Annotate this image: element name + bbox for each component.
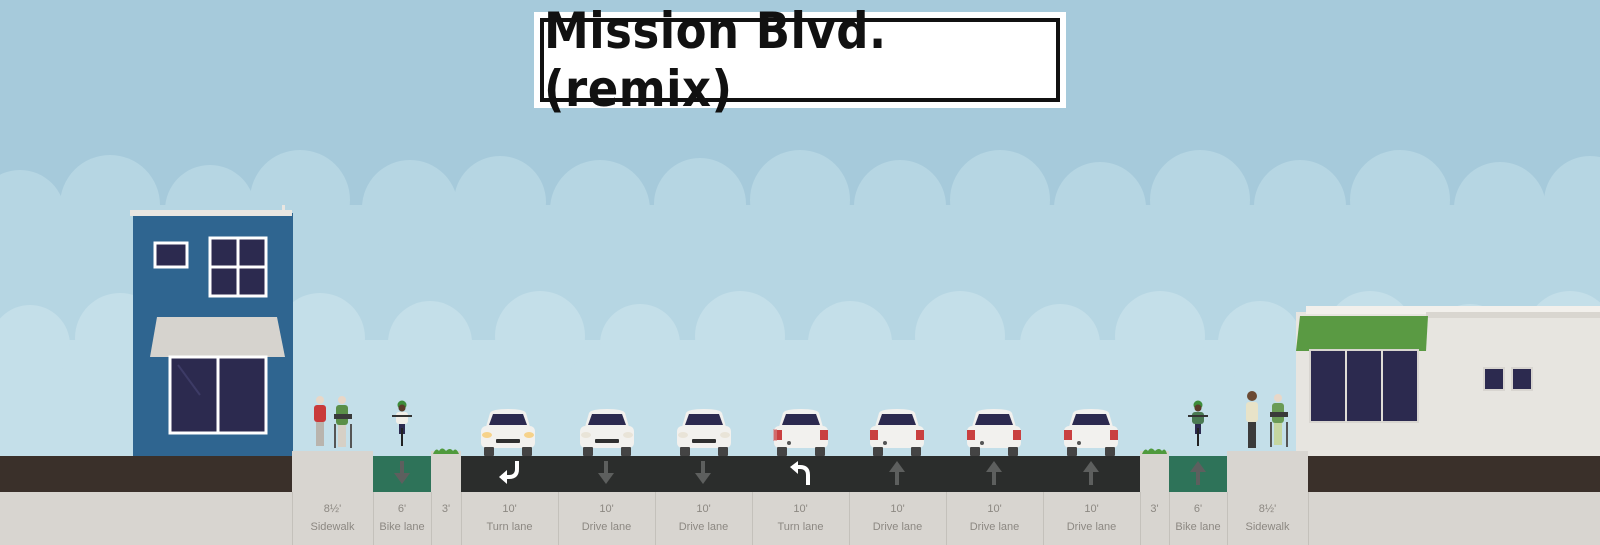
segment-width: 10' <box>696 503 711 515</box>
car-rear-view <box>870 409 924 456</box>
segment-type: Sidewalk <box>1245 521 1290 533</box>
turn-right-arrow-icon <box>499 461 519 484</box>
segment-width: 10' <box>599 503 614 515</box>
car-rear-view <box>773 409 828 456</box>
car-front-view <box>677 409 731 456</box>
segment-width: 10' <box>890 503 905 515</box>
arrow-down-icon <box>598 461 614 484</box>
car-rear-view <box>1064 409 1118 456</box>
street-name-sign-border: Mission Blvd. (remix) <box>540 2 1060 118</box>
cyclist-right <box>1188 400 1208 446</box>
segment-width: 8½' <box>1258 503 1277 515</box>
segment-divider <box>655 492 656 545</box>
street-title: Mission Blvd. (remix) <box>544 2 887 118</box>
right-ground <box>1308 456 1600 492</box>
segment-width: 3' <box>441 503 451 515</box>
segment-width: 3' <box>1150 503 1159 515</box>
roadway-surface <box>461 456 1140 492</box>
pedestrians-left <box>314 396 352 448</box>
segment-divider <box>752 492 753 545</box>
segment-label-turn-lane-2: 10' Turn lane <box>752 500 849 536</box>
left-building <box>130 205 293 457</box>
segment-divider <box>946 492 947 545</box>
segment-divider <box>1043 492 1044 545</box>
segment-type: Drive lane <box>678 521 729 533</box>
segment-label-drive-lane-4: 10' Drive lane <box>946 500 1043 536</box>
right-buffer-grass <box>1142 448 1167 454</box>
car-front-view <box>580 409 634 456</box>
segment-width: 10' <box>1084 503 1099 515</box>
segment-label-right-bike-lane: 6' Bike lane <box>1169 500 1227 536</box>
left-buffer-surface <box>431 451 461 492</box>
segment-divider <box>292 492 293 545</box>
segment-width: 10' <box>987 503 1002 515</box>
arrow-down-icon <box>394 461 410 484</box>
right-building <box>1296 306 1600 458</box>
car-front-view <box>481 409 535 456</box>
segment-divider <box>431 492 432 545</box>
cyclist-left <box>392 400 412 446</box>
arrow-down-icon <box>695 461 711 484</box>
segment-divider <box>1308 492 1309 545</box>
segment-divider <box>558 492 559 545</box>
segment-divider <box>1140 492 1141 545</box>
arrow-up-icon <box>1190 461 1206 485</box>
segment-divider <box>373 492 374 545</box>
segment-type: Sidewalk <box>310 521 355 533</box>
segment-label-drive-lane-5: 10' Drive lane <box>1043 500 1140 536</box>
segment-width: 6' <box>1193 503 1203 515</box>
segment-label-right-buffer: 3' <box>1140 500 1169 518</box>
segment-divider <box>1227 492 1228 545</box>
segment-label-left-bike-lane: 6' Bike lane <box>373 500 431 536</box>
segment-divider <box>849 492 850 545</box>
segment-label-turn-lane-1: 10' Turn lane <box>461 500 558 536</box>
left-buffer-grass <box>433 448 459 454</box>
left-sidewalk-surface <box>292 451 373 492</box>
segment-type: Drive lane <box>581 521 632 533</box>
segment-label-left-sidewalk: 8½' Sidewalk <box>292 500 373 536</box>
segment-type: Turn lane <box>777 521 824 533</box>
segment-type: Bike lane <box>1175 521 1221 533</box>
segment-label-drive-lane-1: 10' Drive lane <box>558 500 655 536</box>
segment-type: Bike lane <box>379 521 425 533</box>
street-name-sign: Mission Blvd. (remix) <box>534 2 1066 118</box>
segment-label-drive-lane-3: 10' Drive lane <box>849 500 946 536</box>
segment-width: 10' <box>793 503 808 515</box>
car-rear-view <box>967 409 1021 456</box>
segment-label-left-buffer: 3' <box>431 500 461 518</box>
segment-divider <box>461 492 462 545</box>
arrow-up-icon <box>1083 461 1099 485</box>
left-ground <box>0 456 292 492</box>
segment-width: 6' <box>397 503 407 515</box>
segment-type: Drive lane <box>969 521 1020 533</box>
segment-type: Drive lane <box>1066 521 1117 533</box>
arrow-up-icon <box>889 461 905 485</box>
segment-label-drive-lane-2: 10' Drive lane <box>655 500 752 536</box>
segment-width: 10' <box>502 503 517 515</box>
right-sidewalk-surface <box>1227 451 1308 492</box>
turn-left-arrow-icon <box>790 461 810 485</box>
segment-label-strip <box>0 492 1600 545</box>
segment-type: Turn lane <box>486 521 533 533</box>
segment-width: 8½' <box>323 503 342 515</box>
arrow-up-icon <box>986 461 1002 485</box>
pedestrians-right <box>1246 391 1288 448</box>
right-buffer-surface <box>1140 451 1169 492</box>
segment-type: Drive lane <box>872 521 923 533</box>
segment-label-right-sidewalk: 8½' Sidewalk <box>1227 500 1308 536</box>
segment-divider <box>1169 492 1170 545</box>
